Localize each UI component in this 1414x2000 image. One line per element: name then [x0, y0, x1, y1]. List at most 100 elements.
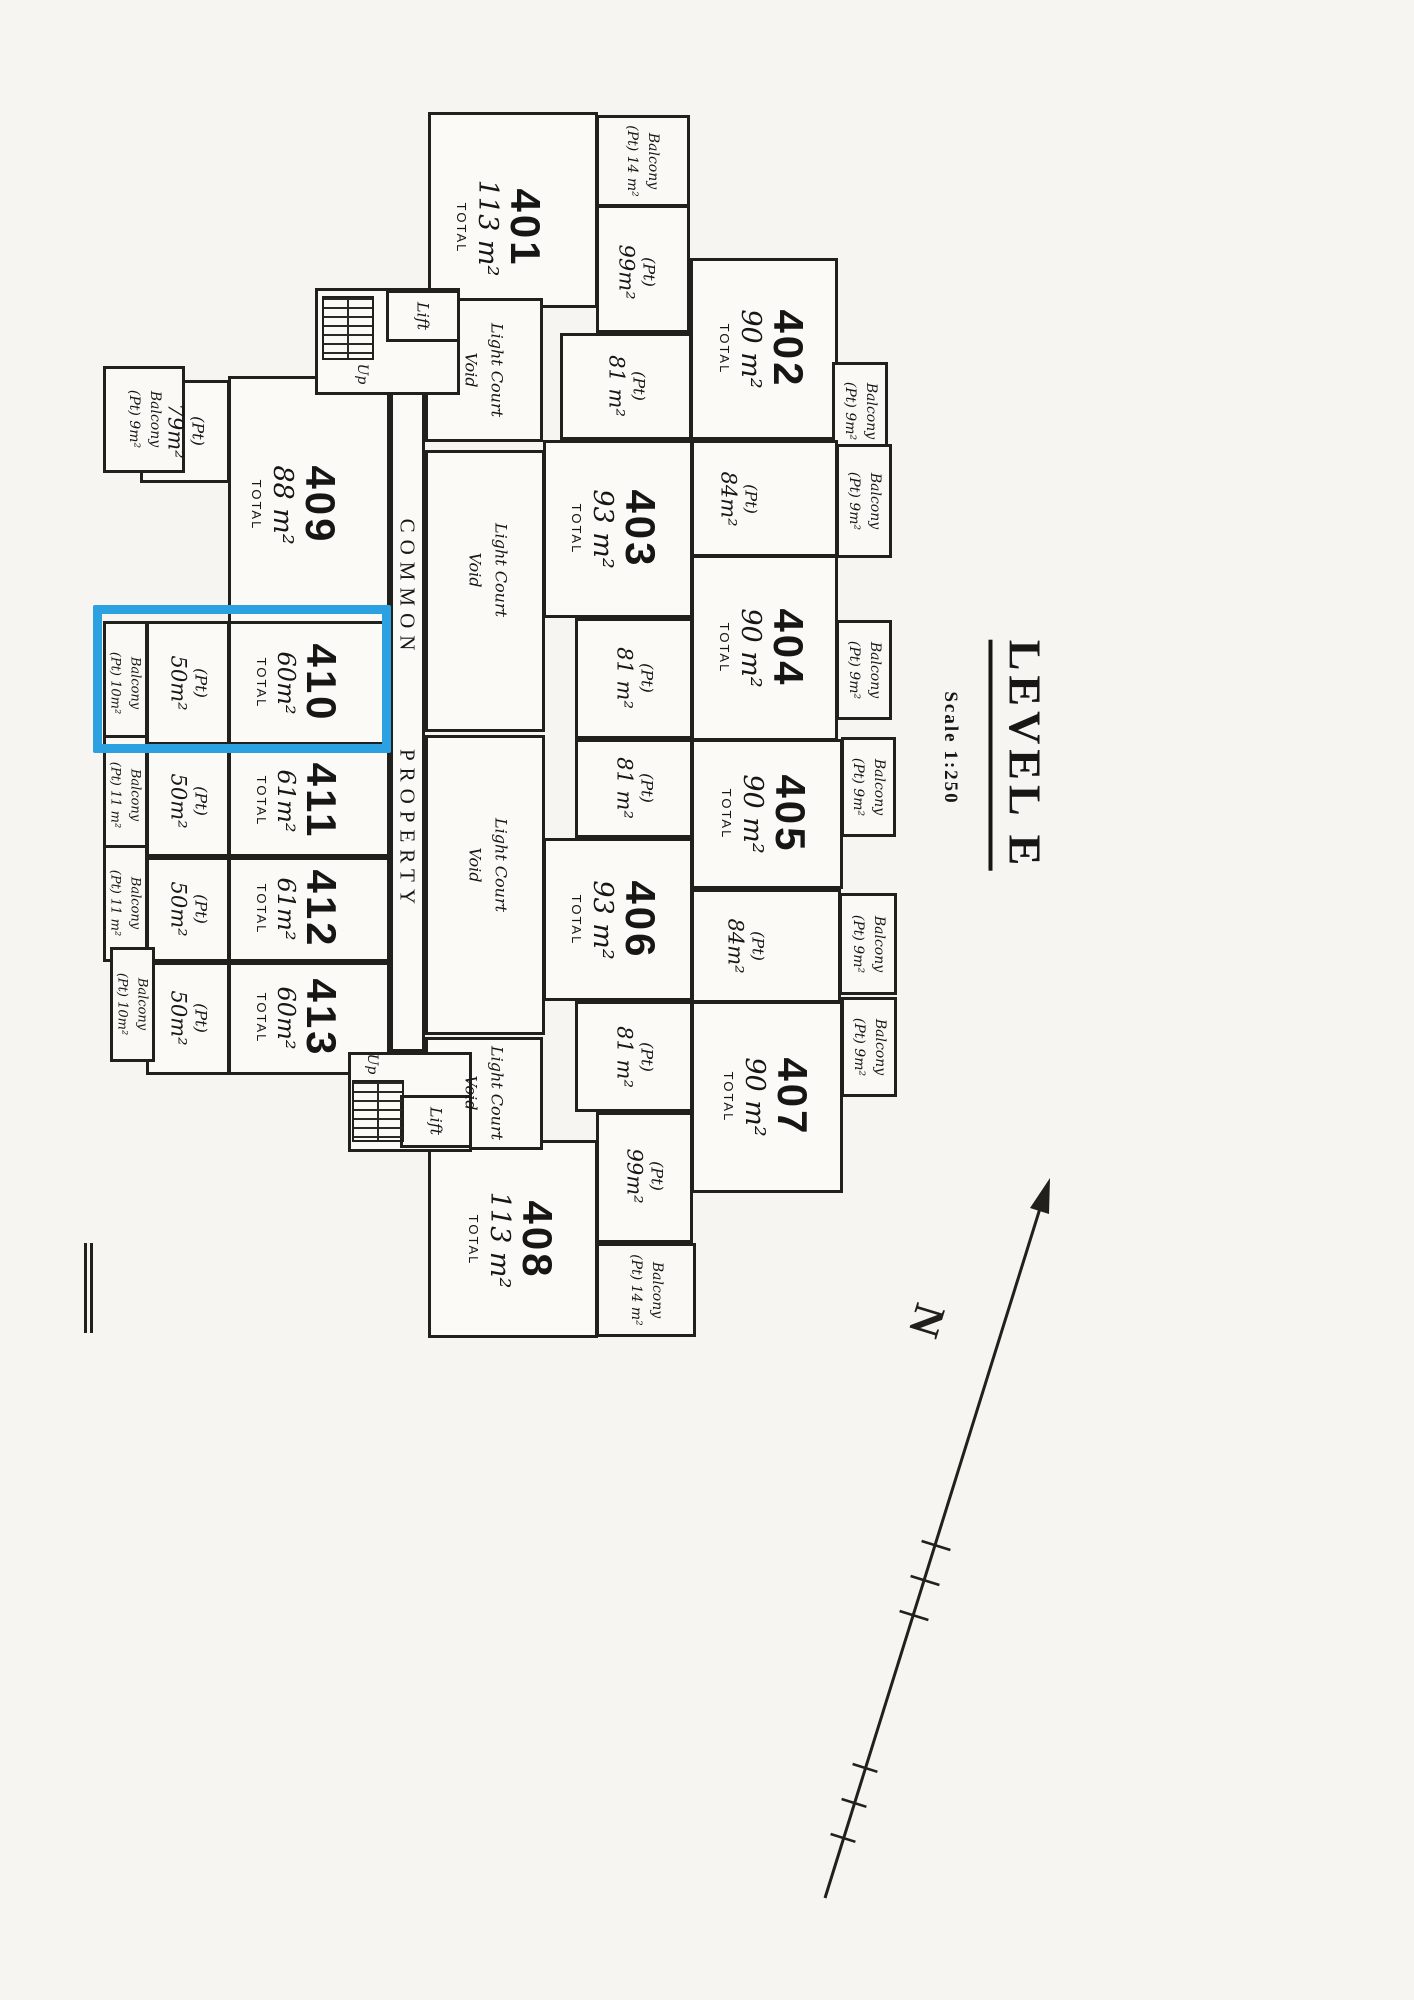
room-402-part	[560, 333, 692, 440]
total-label: TOTAL	[466, 1214, 482, 1266]
unit-number: 413	[298, 978, 346, 1058]
room-405-part	[575, 739, 693, 838]
unit-406-balcony-label: Balcony (Pt) 9m²	[847, 915, 889, 973]
scale-label: Scale 1:250	[940, 691, 961, 805]
total-label: TOTAL	[454, 202, 470, 254]
unit-area: 61m²	[272, 877, 301, 941]
unit-number: 409	[296, 465, 344, 545]
unit-401-balcony-label: Balcony (Pt) 14 m²	[621, 125, 663, 197]
room-411-part	[146, 745, 230, 857]
room-402-balcony	[832, 362, 888, 460]
north-label: N	[899, 1298, 955, 1343]
corridor-common-property	[390, 376, 425, 1052]
room-405	[691, 739, 843, 889]
pt-area: 50m²	[166, 881, 191, 937]
room-401	[428, 112, 598, 308]
unit-number: 404	[764, 608, 812, 688]
total-label: TOTAL	[253, 992, 269, 1044]
stairs-bottom-icon	[352, 1080, 404, 1142]
unit-number: 411	[298, 762, 346, 840]
balcony-area: (Pt) 9m²	[850, 757, 866, 817]
room-402	[690, 258, 838, 440]
highlight-unit-410	[93, 605, 391, 753]
balcony-label: Balcony	[867, 641, 883, 699]
unit-408-label: 408 113 m² TOTAL	[466, 1191, 561, 1289]
unit-area: 113 m²	[484, 1191, 516, 1289]
unit-403-label: 403 93 m² TOTAL	[569, 489, 664, 569]
unit-411-balcony-label: Balcony (Pt) 11 m²	[106, 762, 145, 828]
balcony-area: (Pt) 9m²	[846, 471, 862, 531]
balcony-area: (Pt) 14 m²	[628, 1254, 644, 1326]
balcony-label: Balcony	[863, 382, 879, 440]
pt-label: (Pt)	[748, 931, 768, 961]
balcony-area: (Pt) 9m²	[126, 389, 142, 449]
pt-label: (Pt)	[741, 484, 761, 514]
unit-area: 90 m²	[737, 774, 769, 854]
pt-label: (Pt)	[191, 786, 211, 816]
pt-label: (Pt)	[637, 1042, 657, 1072]
room-411-balcony	[103, 735, 148, 855]
unit-413-balcony-label: Balcony (Pt) 10m²	[113, 973, 152, 1035]
unit-412-balcony-label: Balcony (Pt) 11 m²	[106, 870, 145, 936]
boundary-mark	[84, 1243, 93, 1333]
light-court-line2: Void	[466, 552, 485, 588]
pt-label: (Pt)	[637, 663, 657, 693]
light-court-1-label: Light Court Void	[458, 323, 509, 417]
unit-405-label: 405 90 m² TOTAL	[719, 774, 814, 854]
page-title: LEVEL E	[988, 639, 1052, 871]
light-court-2-label: Light Court Void	[462, 523, 513, 617]
light-court-3	[425, 735, 545, 1035]
lift-bottom	[400, 1095, 472, 1148]
room-407-part	[575, 1001, 693, 1112]
light-court-line2: Void	[462, 1075, 481, 1111]
total-label: TOTAL	[569, 503, 585, 555]
room-407	[691, 1001, 843, 1193]
north-arrow: N	[823, 1178, 1050, 1899]
pt-area: 81 m²	[612, 647, 637, 709]
balcony-label: Balcony	[127, 768, 143, 822]
light-court-line1: Light Court	[491, 522, 511, 618]
room-410-balcony	[103, 621, 148, 745]
unit-411-part-label: (Pt) 50m²	[165, 773, 211, 828]
room-404-balcony	[836, 620, 892, 720]
room-409-balcony	[103, 366, 185, 473]
pt-area: 99m²	[614, 244, 639, 300]
unit-401-part-label: (Pt) 99m²	[613, 244, 659, 300]
unit-number: 406	[616, 880, 664, 960]
pt-label: (Pt)	[647, 1161, 667, 1191]
room-409	[228, 376, 390, 624]
light-court-line1: Light Court	[487, 1045, 507, 1141]
pt-label: (Pt)	[191, 1003, 211, 1033]
lift-top-label: Lift	[413, 301, 433, 331]
unit-area: 93 m²	[587, 489, 619, 569]
balcony-label: Balcony	[645, 132, 661, 190]
up-bottom-label: Up	[364, 1053, 380, 1075]
light-court-line2: Void	[462, 352, 481, 388]
room-411	[228, 745, 390, 857]
total-label: TOTAL	[721, 1071, 737, 1123]
room-403-part	[691, 440, 838, 557]
unit-404-label: 404 90 m² TOTAL	[717, 608, 812, 688]
balcony-label: Balcony	[127, 876, 143, 930]
balcony-label: Balcony	[134, 977, 150, 1031]
unit-number: 402	[764, 309, 812, 389]
unit-408-balcony-label: Balcony (Pt) 14 m²	[625, 1254, 667, 1326]
pt-area: 81 m²	[604, 355, 629, 417]
balcony-area: (Pt) 10m²	[115, 972, 130, 1036]
unit-area: 93 m²	[587, 880, 619, 960]
unit-number: 407	[768, 1057, 816, 1137]
balcony-area: (Pt) 9m²	[842, 381, 858, 441]
room-407-balcony	[841, 997, 897, 1097]
unit-407-part-label: (Pt) 81 m²	[611, 1026, 657, 1088]
corridor-word-property: PROPERTY	[395, 748, 420, 912]
unit-402-part-label: (Pt) 81 m²	[603, 355, 649, 417]
unit-area: 60m²	[272, 986, 301, 1050]
balcony-label: Balcony	[649, 1261, 665, 1319]
unit-area: 88 m²	[267, 465, 299, 545]
corridor-word-common: COMMON	[395, 518, 420, 658]
balcony-area: (Pt) 9m²	[851, 1017, 867, 1077]
room-412	[228, 857, 390, 962]
unit-403-part-label: (Pt) 84m²	[715, 471, 761, 527]
pt-area: 84m²	[716, 471, 741, 527]
